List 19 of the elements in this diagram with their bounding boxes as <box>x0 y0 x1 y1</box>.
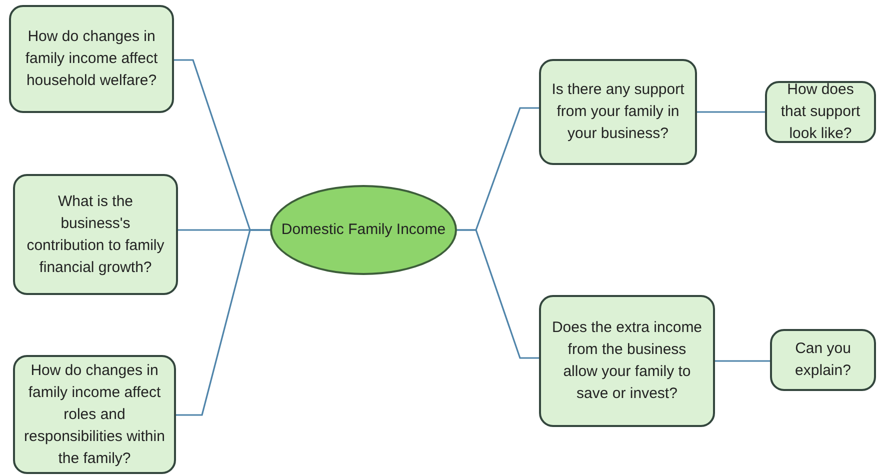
question-box <box>539 59 697 165</box>
connector-line <box>457 229 539 359</box>
question-text: How do changes in family income affect roles and responsibilities within the family? <box>23 360 166 468</box>
question-box <box>770 329 876 391</box>
connector-line <box>697 111 765 113</box>
question-text: How do changes in family income affect household welfare? <box>24 27 159 91</box>
question-text: Is there any support from your family in your business? <box>550 80 686 144</box>
question-box <box>765 81 876 143</box>
connector-line <box>176 229 270 416</box>
topic-text: Domestic Family Income <box>281 220 446 240</box>
question-text: How does that support look like? <box>780 80 862 144</box>
question-box <box>9 5 174 113</box>
connector-line <box>715 360 770 362</box>
question-box <box>13 355 176 474</box>
question-text: Can you explain? <box>794 339 852 381</box>
question-text: What is the business's contribution to family financial growth? <box>26 192 166 278</box>
question-box <box>539 295 715 427</box>
question-box <box>13 174 178 295</box>
question-text: Does the extra income from the business allow your family to save or invest? <box>550 318 704 404</box>
